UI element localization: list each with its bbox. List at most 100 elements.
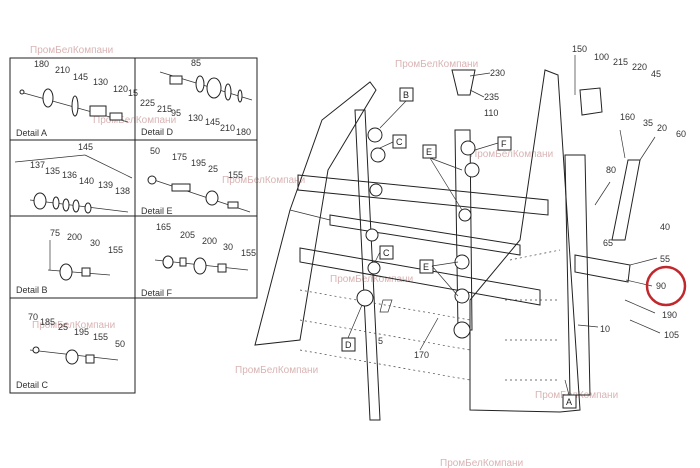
callout-letter: C (383, 248, 390, 258)
roller (365, 228, 379, 242)
part-number: 50 (115, 339, 125, 349)
part-number: 45 (651, 69, 661, 79)
part-number: 136 (62, 170, 77, 180)
detail-caption: Detail D (141, 127, 174, 137)
callout-letter: E (423, 262, 429, 272)
part-number: 140 (79, 176, 94, 186)
part-number: 138 (115, 186, 130, 196)
part-number: 70 (28, 312, 38, 322)
roller (464, 162, 480, 178)
callout-letter: C (396, 137, 403, 147)
part-number: 160 (620, 112, 635, 122)
part-number: 155 (228, 170, 243, 180)
part-number: 175 (172, 152, 187, 162)
callout-box-a (562, 394, 577, 409)
detail-f: 165 205 200 30 155 Detail F (141, 222, 256, 298)
detail-panels: 180 210 145 130 120 15 Detail A 85 225 2… (9, 57, 258, 394)
part-number: 180 (34, 59, 49, 69)
highlight-circle (645, 265, 687, 307)
right-side-plate (469, 69, 581, 413)
part-number: 195 (74, 327, 89, 337)
detail-a: 180 210 145 130 120 15 Detail A (16, 59, 138, 138)
detail-caption: Detail C (16, 380, 49, 390)
part-number: 135 (45, 166, 60, 176)
detail-caption: Detail B (16, 285, 48, 295)
crossbeam-middle (329, 214, 521, 256)
part-number: 15 (128, 88, 138, 98)
callout-box-e2 (419, 259, 434, 274)
part-number: 5 (378, 336, 383, 346)
roller (454, 288, 470, 304)
part-number: 235 (484, 92, 499, 102)
cylinder-40 (611, 159, 641, 241)
roller (370, 147, 386, 163)
callout-box-e (422, 144, 437, 159)
detail-e: 50 175 195 25 155 Detail E (141, 146, 251, 216)
panel-frame-bottom (9, 297, 136, 394)
roller (356, 289, 374, 307)
linkage-bracket (579, 87, 603, 116)
watermark: ПромБелКомпани (222, 175, 305, 186)
part-number: 55 (660, 254, 670, 264)
part-number: 139 (98, 180, 113, 190)
part-number: 60 (676, 129, 686, 139)
part-number: 215 (613, 57, 628, 67)
part-number: 150 (572, 44, 587, 54)
part-number: 200 (67, 232, 82, 242)
part-number: 100 (594, 52, 609, 62)
bracket-5 (379, 299, 393, 313)
watermark: ПромБелКомпани (330, 274, 413, 285)
main-assembly (254, 55, 661, 421)
part-number: 155 (93, 332, 108, 342)
part-number: 215 (157, 104, 172, 114)
top-bracket (451, 69, 476, 96)
watermark-layer: ПромБелКомпани ПромБелКомпани ПромБелКом… (30, 45, 618, 468)
detail-b: 75 200 30 155 Detail B (16, 228, 123, 295)
part-number: 130 (93, 77, 108, 87)
part-number: 205 (180, 230, 195, 240)
detail-caption: Detail E (141, 206, 173, 216)
part-number: 80 (606, 165, 616, 175)
part-number: 25 (58, 322, 68, 332)
crossbeam-lower (299, 247, 541, 306)
part-number: 180 (236, 127, 251, 137)
roller (454, 254, 470, 270)
watermark: ПромБелКомпани (30, 45, 113, 56)
part-number: 210 (55, 65, 70, 75)
part-number: 137 (30, 160, 45, 170)
detail-caption: Detail A (16, 128, 47, 138)
part-number: 30 (90, 238, 100, 248)
callout-box-d (341, 337, 356, 352)
part-number: 50 (150, 146, 160, 156)
roller (367, 261, 381, 275)
part-number: 195 (191, 158, 206, 168)
callout-box-b (399, 87, 414, 102)
part-number: 105 (664, 330, 679, 340)
callout-letter: E (426, 147, 432, 157)
callout-letters: B C E F C E D A (341, 87, 577, 409)
left-side-plate (254, 81, 377, 346)
part-number: 165 (156, 222, 171, 232)
watermark: ПромБелКомпани (395, 59, 478, 70)
part-number: 20 (657, 123, 667, 133)
detail-caption: Detail F (141, 288, 173, 298)
part-number: 95 (171, 108, 181, 118)
part-number: 185 (40, 317, 55, 327)
part-number: 155 (108, 245, 123, 255)
detail-c: 70 185 25 195 155 50 Detail C (16, 312, 125, 390)
roller (460, 140, 476, 156)
part-number: 130 (188, 113, 203, 123)
part-number: 145 (78, 142, 93, 152)
part-number: 40 (660, 222, 670, 232)
part-number: 30 (223, 242, 233, 252)
callout-letter: D (345, 340, 352, 350)
part-number: 25 (208, 164, 218, 174)
part-number: 90 (656, 281, 666, 291)
part-number: 230 (490, 68, 505, 78)
part-number: 155 (241, 248, 256, 258)
watermark: ПромБелКомпани (470, 149, 553, 160)
part-number: 200 (202, 236, 217, 246)
post-right (564, 154, 591, 396)
part-number: 85 (191, 58, 201, 68)
